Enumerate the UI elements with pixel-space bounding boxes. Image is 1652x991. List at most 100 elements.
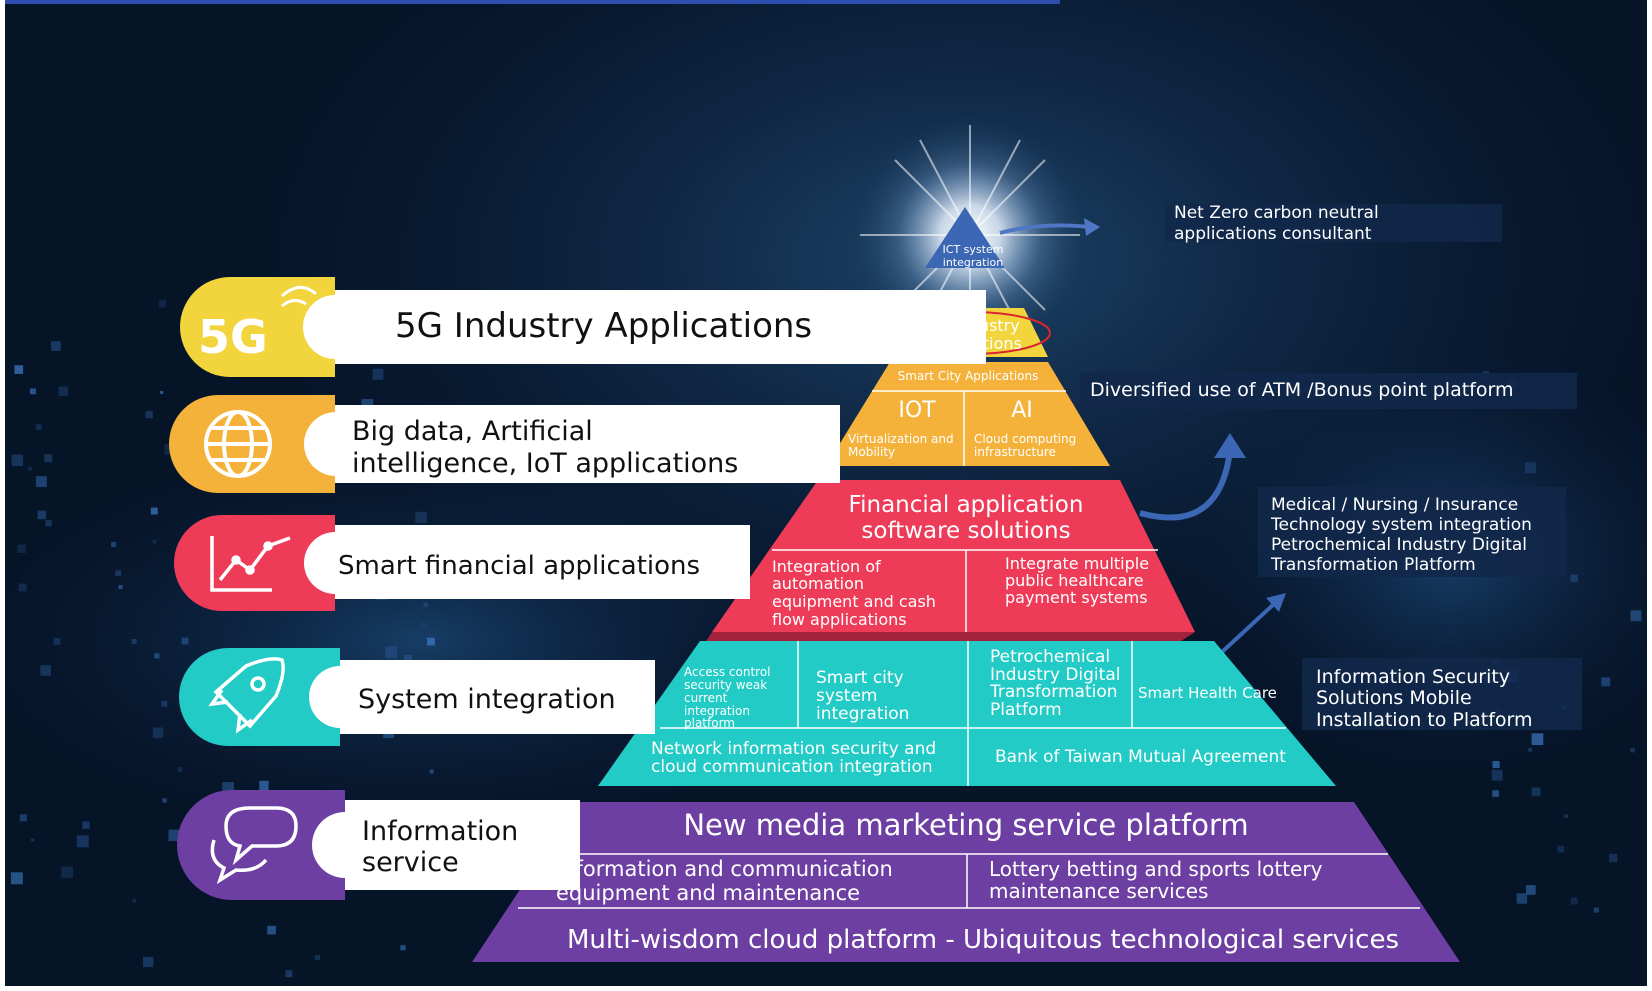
tier2-ai-label: AI (1011, 398, 1033, 423)
background-dot (28, 466, 33, 471)
background-dot (61, 866, 74, 879)
background-dot (314, 955, 320, 961)
tier4-c1-5: platform (684, 716, 735, 730)
background-dot (222, 782, 234, 794)
background-dot (19, 814, 27, 822)
tier3-title-2: software solutions (861, 518, 1070, 544)
category-bigdata-line-1: Big data, Artificial (352, 416, 593, 447)
category-financial: Smart financial applications (174, 515, 750, 611)
tier4-c1-1: Access control (684, 665, 771, 679)
net-zero-line-1: Net Zero carbon neutral (1174, 203, 1379, 223)
background-dot (1526, 885, 1536, 895)
medical-line-1: Medical / Nursing / Insurance (1271, 495, 1518, 515)
background-dot (385, 646, 398, 659)
tier3-left-2: automation (772, 574, 864, 593)
background-dot (132, 899, 137, 903)
background-dot (372, 368, 384, 380)
net-zero-arrowhead (1084, 218, 1100, 236)
infosec-line-2: Solutions Mobile (1316, 687, 1472, 709)
background-dot (1630, 748, 1635, 753)
medical-box (1258, 487, 1566, 577)
background-dot (361, 399, 374, 411)
medical-line-3: Petrochemical Industry Digital (1271, 535, 1527, 555)
category-infoservice: Information service (177, 790, 580, 900)
tier4-bl-1: Network information security and (651, 739, 936, 759)
background-dot (1528, 748, 1532, 752)
category-bigdata: Big data, Artificial intelligence, IoT a… (169, 395, 840, 493)
background-dot (1525, 462, 1536, 474)
apex-label-2: integration (943, 256, 1003, 269)
tier5-right-2: maintenance services (989, 879, 1208, 903)
top-rule (0, 0, 1060, 4)
tier3-left-1: Integration of (772, 557, 881, 576)
background-dot (168, 829, 180, 841)
background-dot (415, 511, 427, 524)
background-dot (131, 639, 137, 645)
background-dot (1608, 853, 1618, 863)
category-system-badge (179, 648, 340, 746)
atm-label: Diversified use of ATM /Bonus point plat… (1090, 379, 1513, 401)
background-dot (1564, 814, 1569, 819)
background-dot (154, 653, 160, 659)
background-dot (429, 769, 434, 774)
background-dot (37, 510, 47, 520)
background-dot (1570, 897, 1578, 905)
medical-line-2: Technology system integration (1270, 515, 1532, 535)
background-dot (285, 970, 293, 978)
background-dot (11, 454, 24, 467)
tier4-c4: Smart Health Care (1138, 684, 1277, 702)
background-dot (31, 838, 35, 842)
background-dot (14, 365, 24, 374)
category-financial-bar (330, 525, 750, 599)
tier4-c3-2: Industry Digital (990, 665, 1120, 685)
background-dot (1492, 761, 1500, 769)
background-dot (427, 637, 435, 646)
tier4-c1-2: security weak (684, 678, 767, 692)
tier2-br-line-1: Cloud computing (974, 432, 1076, 446)
right-frame (1647, 0, 1652, 991)
background-dot (400, 945, 406, 951)
infosec-line-1: Information Security (1316, 666, 1510, 688)
category-infoservice-line-1: Information (362, 816, 518, 847)
tier4-c3-3: Transformation (989, 682, 1118, 702)
background-dot (1531, 787, 1541, 797)
tier4-c1-4: integration (684, 704, 750, 718)
bottom-frame (0, 986, 1652, 991)
tier3-shadow (705, 632, 1195, 643)
globe-icon (204, 410, 272, 478)
tier2-br-line-2: infrastructure (974, 445, 1056, 459)
background-dot (152, 539, 157, 544)
tier3-right-1: Integrate multiple (1005, 554, 1149, 573)
background-dot (1557, 845, 1565, 853)
background-dot (45, 520, 52, 527)
category-5g-bar (330, 290, 986, 364)
infosec-box (1302, 658, 1582, 730)
tier3-left-3: equipment and cash (772, 592, 936, 611)
background-dot (1531, 733, 1544, 745)
tier4-c2-3: integration (816, 704, 909, 724)
category-bigdata-line-2: intelligence, IoT applications (352, 448, 738, 479)
background-dot (118, 585, 123, 589)
background-dot (53, 637, 61, 645)
tier3-title-1: Financial application (849, 492, 1084, 518)
background-dot (1492, 790, 1499, 797)
background-dot (145, 410, 153, 419)
trend-chart-icon (210, 536, 291, 592)
tier5-left-1: Information and communication (556, 857, 893, 881)
category-infoservice-notch (312, 812, 378, 878)
background-dot (1593, 907, 1599, 913)
apex-label-1: ICT system (943, 243, 1004, 256)
net-zero-arrow (999, 223, 1091, 235)
background-dot (10, 872, 23, 885)
atm-curved-arrow (1139, 449, 1233, 521)
category-system-label: System integration (358, 684, 616, 715)
background-dot (44, 454, 53, 463)
tier4-c2-1: Smart city (816, 668, 904, 688)
background-dot (259, 780, 269, 791)
medical-line-4: Transformation Platform (1270, 555, 1476, 575)
background-dot (267, 925, 276, 935)
background-dot (36, 476, 47, 487)
apex-triangle (925, 207, 1005, 268)
background-dot (143, 956, 154, 968)
